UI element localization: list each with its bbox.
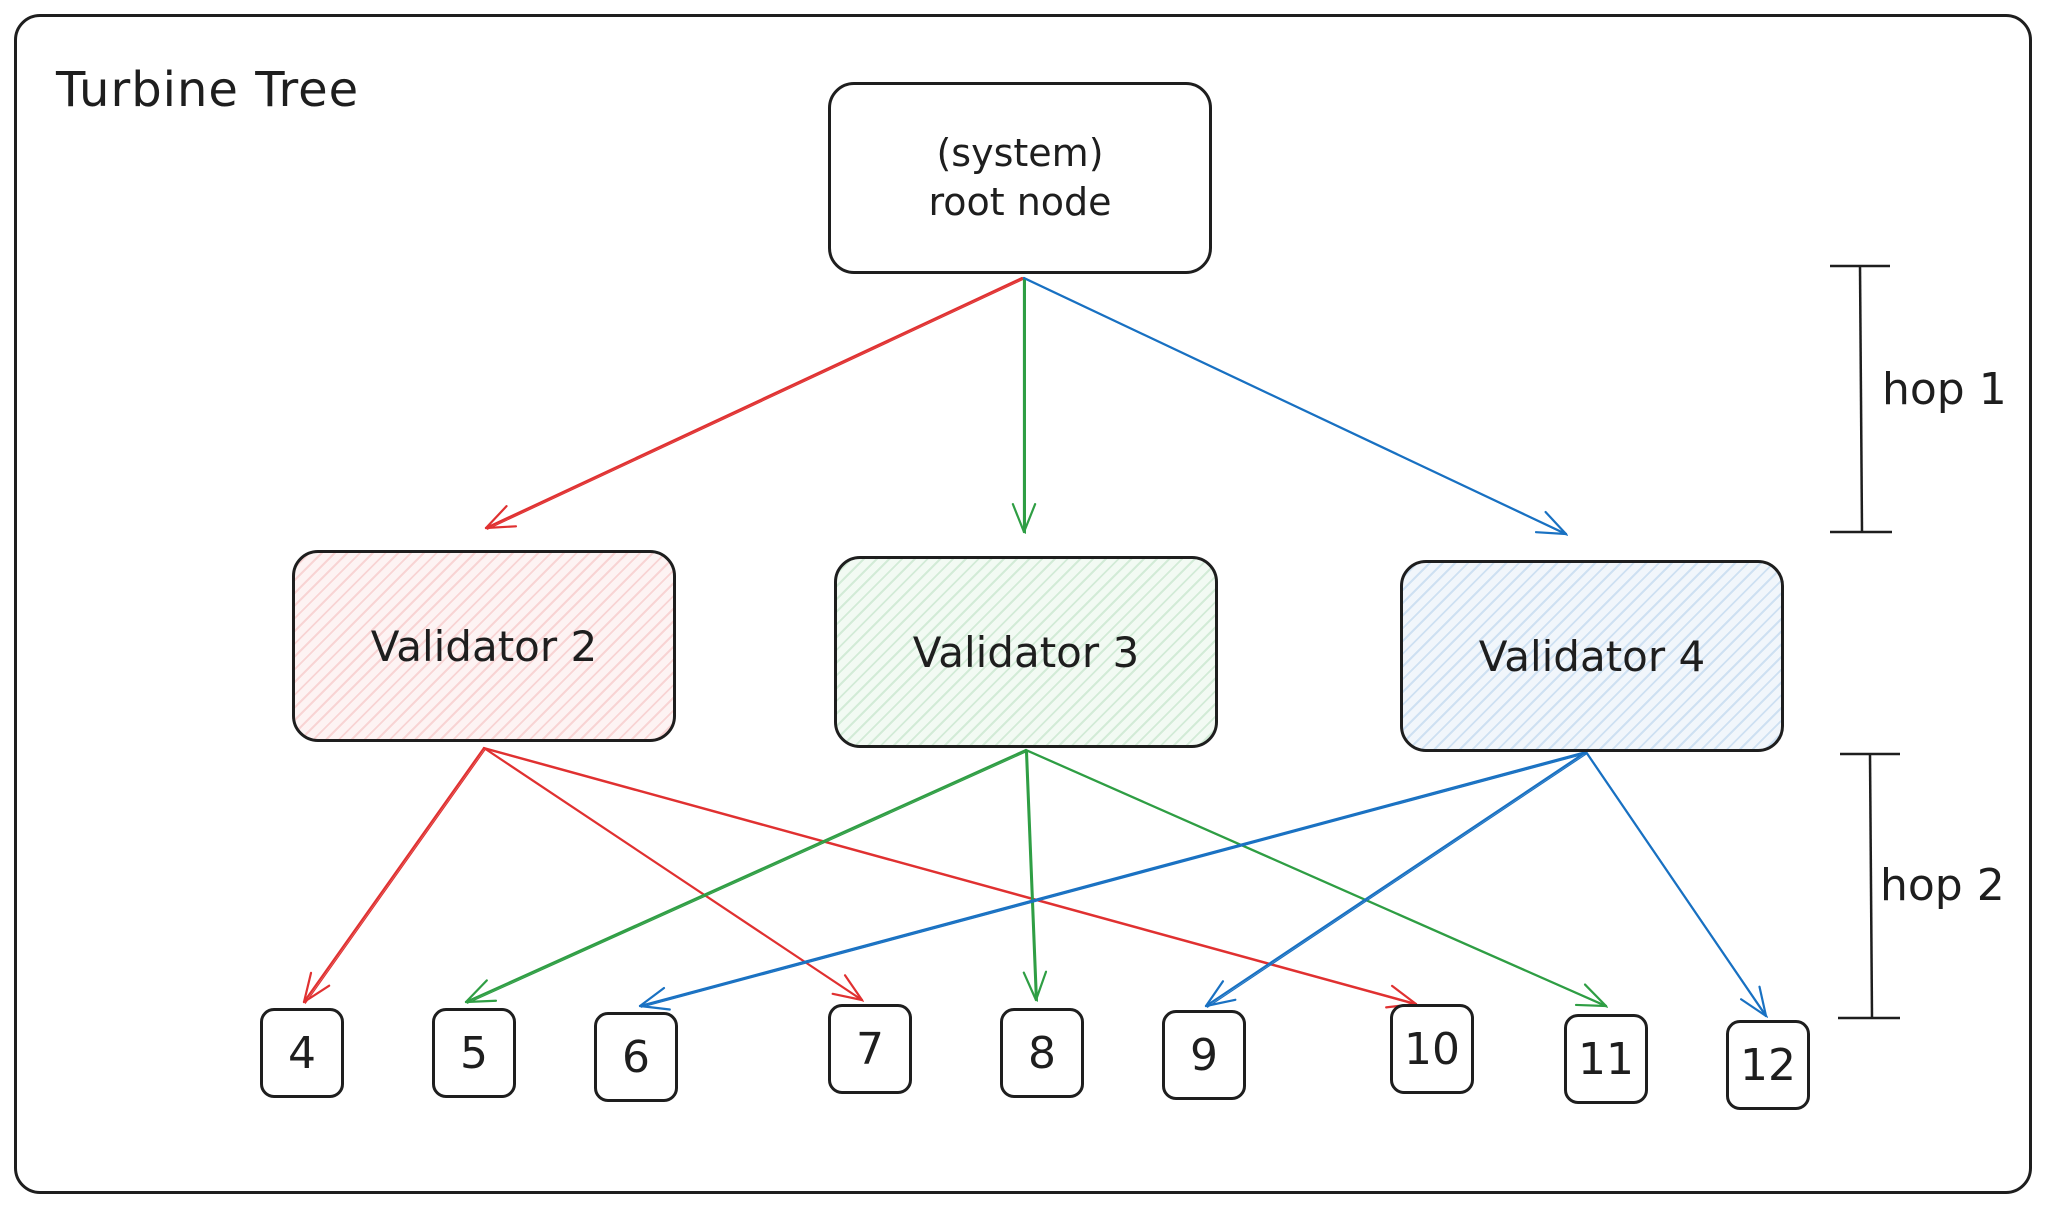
diagram-title: Turbine Tree: [56, 62, 360, 118]
leaf-node-4: 4: [260, 1008, 344, 1098]
hop-2-bracket-line: [1868, 753, 1874, 1019]
leaf-node-9: 9: [1162, 1010, 1246, 1100]
arrow-validator-3-to-11: [1024, 748, 1609, 1008]
diagram-frame: [14, 14, 2032, 1194]
leaf-node-10: 10: [1390, 1004, 1474, 1094]
hop-2-label: hop 2: [1880, 860, 2005, 911]
arrow-validator-2-to-4: [302, 746, 486, 1004]
validator-4-node: Validator 4: [1400, 560, 1784, 752]
arrow-validator-2-to-10: [482, 746, 1419, 1009]
arrow-validator-4-to-12: [1584, 750, 1769, 1018]
arrow-validator-2-to-7: [482, 746, 865, 1002]
arrow-root-to-validator-3: [1011, 276, 1037, 534]
arrow-validator-3-to-8: [1022, 748, 1048, 1002]
edges-layer: [302, 276, 1769, 1018]
leaf-node-11: 11: [1564, 1014, 1648, 1104]
arrow-validator-4-to-6: [638, 750, 1589, 1011]
hop-1-label: hop 1: [1882, 364, 2007, 415]
root-node-line1: (system): [936, 130, 1104, 175]
arrow-root-to-validator-2: [484, 276, 1025, 530]
hop-1-bracket-line: [1858, 265, 1864, 533]
validator-3-node: Validator 3: [834, 556, 1218, 748]
hop-brackets: [1830, 264, 1900, 1020]
arrow-validator-4-to-9: [1204, 750, 1589, 1008]
leaf-node-5: 5: [432, 1008, 516, 1098]
leaf-node-7: 7: [828, 1004, 912, 1094]
leaf-node-8: 8: [1000, 1008, 1084, 1098]
root-node: (system) root node: [828, 82, 1212, 274]
arrow-validator-3-to-5: [464, 748, 1029, 1004]
arrow-root-to-validator-4: [1022, 276, 1569, 536]
root-node-line2: root node: [928, 180, 1112, 224]
leaf-node-12: 12: [1726, 1020, 1810, 1110]
leaf-node-6: 6: [594, 1012, 678, 1102]
validator-2-node: Validator 2: [292, 550, 676, 742]
